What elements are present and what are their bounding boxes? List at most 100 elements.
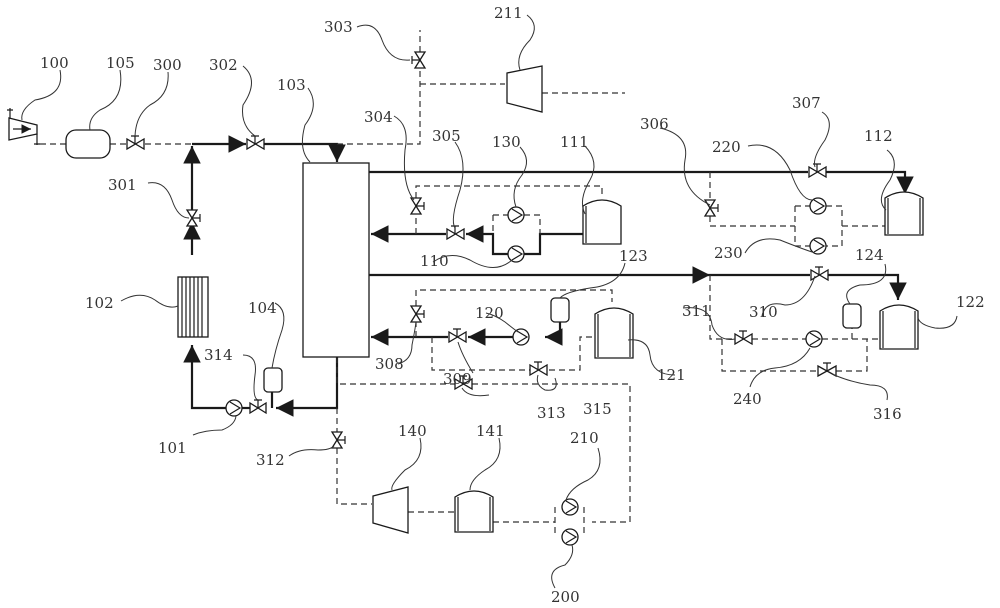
dash-304-to-111: [415, 185, 603, 198]
valve-312-icon[interactable]: [330, 431, 346, 449]
valve-303-icon[interactable]: [411, 51, 427, 69]
valves: [126, 51, 837, 449]
tank-141-icon[interactable]: [454, 490, 494, 533]
gas-lines: [40, 30, 885, 537]
label-210: 210: [570, 429, 599, 447]
label-307: 307: [792, 94, 821, 112]
dash-308-to-121: [415, 289, 613, 306]
tank-122-icon[interactable]: [879, 304, 919, 350]
process-lines: [183, 135, 914, 417]
valve-304-icon[interactable]: [409, 197, 425, 215]
dash-306-lower: [709, 216, 795, 227]
label-305: 305: [432, 127, 461, 145]
label-303: 303: [324, 18, 353, 36]
label-105: 105: [106, 54, 135, 72]
valve-305-icon[interactable]: [446, 225, 465, 241]
labels: 100 105 300 302 103 303 211 304 305 130 …: [40, 4, 985, 606]
pump-101-icon[interactable]: [225, 399, 243, 417]
dash-316-in: [721, 339, 818, 372]
line-310-to-122: [828, 273, 907, 300]
column-103-icon[interactable]: [302, 162, 370, 358]
label-302: 302: [209, 56, 238, 74]
valve-302-icon[interactable]: [246, 135, 265, 151]
label-220: 220: [712, 138, 741, 156]
label-314: 314: [204, 346, 233, 364]
pump-240-icon[interactable]: [805, 330, 823, 348]
label-112: 112: [864, 127, 893, 145]
line-110-to-305: [466, 225, 508, 256]
dash-313-to-pumps: [472, 383, 631, 523]
label-200: 200: [551, 588, 580, 606]
label-124: 124: [855, 246, 884, 264]
label-102: 102: [85, 294, 114, 312]
dash-130-out: [524, 214, 541, 234]
valve-301-icon[interactable]: [185, 209, 201, 227]
label-101: 101: [158, 439, 187, 457]
tank-121-icon[interactable]: [594, 307, 634, 359]
valve-314-icon[interactable]: [249, 399, 267, 415]
label-300: 300: [153, 56, 182, 74]
buffer-tank-123-icon[interactable]: [550, 297, 570, 323]
valve-315-icon[interactable]: [529, 361, 548, 377]
pump-200-icon[interactable]: [561, 528, 579, 546]
valve-306-icon[interactable]: [703, 199, 719, 217]
dash-to-303: [337, 66, 421, 145]
label-310: 310: [749, 303, 778, 321]
line-307-to-112: [826, 170, 914, 194]
pump-110-icon[interactable]: [507, 245, 525, 263]
label-111: 111: [560, 133, 589, 151]
label-121: 121: [657, 366, 686, 384]
label-309: 309: [443, 370, 472, 388]
label-315: 315: [583, 400, 612, 418]
valve-308-icon[interactable]: [409, 305, 425, 323]
compressor-211-icon[interactable]: [506, 65, 543, 113]
turbine-100-icon[interactable]: [7, 108, 40, 145]
line-302-to-103: [264, 142, 346, 162]
leader-lines: [21, 14, 958, 589]
valve-316-icon[interactable]: [817, 362, 837, 378]
pump-120-icon[interactable]: [512, 328, 530, 346]
label-306: 306: [640, 115, 669, 133]
line-103-bottom-return: [276, 357, 339, 417]
heat-exchanger-102-icon[interactable]: [177, 276, 209, 338]
valve-313-icon[interactable]: [454, 375, 473, 391]
dash-315-loop: [431, 336, 595, 371]
label-308: 308: [375, 355, 404, 373]
pump-220-icon[interactable]: [809, 197, 827, 215]
label-304: 304: [364, 108, 393, 126]
label-120: 120: [475, 304, 504, 322]
equipment: [7, 65, 924, 534]
line-101-to-102: [183, 345, 228, 410]
pump-230-icon[interactable]: [809, 237, 827, 255]
tank-105-icon[interactable]: [65, 129, 111, 159]
label-311: 311: [682, 302, 711, 320]
label-100: 100: [40, 54, 69, 72]
buffer-tank-124-icon[interactable]: [842, 303, 862, 329]
line-111-to-110: [524, 232, 583, 256]
valve-307-icon[interactable]: [808, 163, 827, 179]
buffer-tank-104-icon[interactable]: [263, 367, 283, 393]
dash-pump-right: [826, 205, 843, 247]
tank-112-icon[interactable]: [884, 191, 924, 236]
label-240: 240: [733, 390, 762, 408]
valve-300-icon[interactable]: [126, 135, 145, 151]
valve-310-icon[interactable]: [810, 266, 829, 282]
label-230: 230: [714, 244, 743, 262]
label-103: 103: [277, 76, 306, 94]
pump-130-icon[interactable]: [507, 206, 525, 224]
compressor-140-icon[interactable]: [372, 486, 409, 534]
label-312: 312: [256, 451, 285, 469]
label-211: 211: [494, 4, 523, 22]
valve-311-icon[interactable]: [734, 330, 753, 346]
label-104: 104: [248, 299, 277, 317]
tank-111-icon[interactable]: [582, 199, 622, 245]
label-110: 110: [420, 252, 449, 270]
label-140: 140: [398, 422, 427, 440]
valve-309-icon[interactable]: [448, 328, 467, 344]
label-130: 130: [492, 133, 521, 151]
label-313: 313: [537, 404, 566, 422]
label-123: 123: [619, 247, 648, 265]
label-141: 141: [476, 422, 505, 440]
pump-210-icon[interactable]: [561, 498, 579, 516]
